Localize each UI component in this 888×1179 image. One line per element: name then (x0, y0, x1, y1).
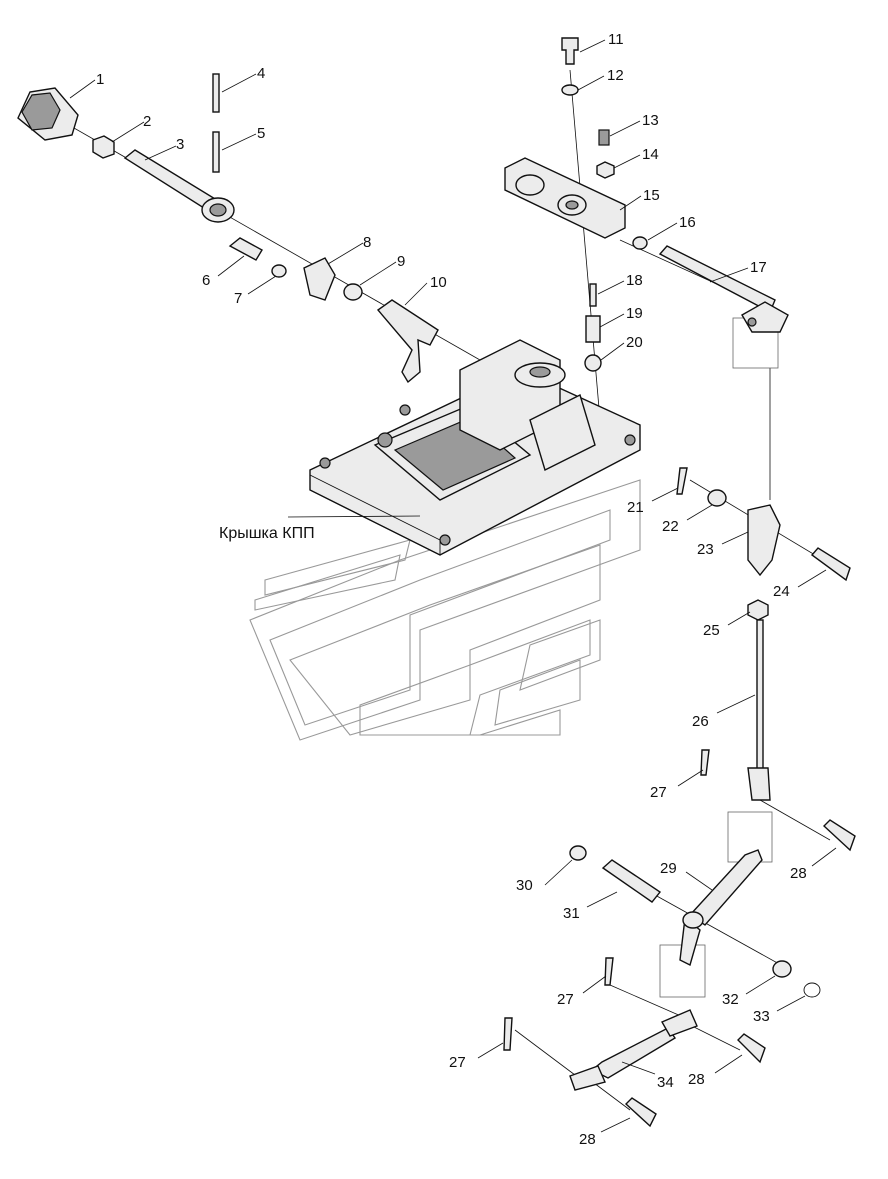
split-pin-27c (503, 1017, 513, 1051)
pin-18 (589, 283, 597, 307)
callout-25: 25 (703, 622, 720, 639)
pin-4 (212, 73, 220, 113)
callout-9: 9 (397, 253, 405, 270)
nut-25 (747, 599, 769, 621)
callout-24: 24 (773, 583, 790, 600)
leader-lines (69, 39, 837, 1133)
knob-1 (17, 87, 79, 141)
callout-5: 5 (257, 125, 265, 142)
fork-23 (747, 504, 781, 577)
callout-8: 8 (363, 234, 371, 251)
callout-27c: 27 (449, 1054, 466, 1071)
washer-22 (707, 489, 727, 507)
callout-20: 20 (626, 334, 643, 351)
rod-26 (747, 619, 771, 801)
callout-18: 18 (626, 272, 643, 289)
callout-15: 15 (643, 187, 660, 204)
pin-24 (810, 547, 851, 582)
callout-3: 3 (176, 136, 184, 153)
callout-23: 23 (697, 541, 714, 558)
callout-28a: 28 (790, 865, 807, 882)
callout-30: 30 (516, 877, 533, 894)
nut-2 (92, 135, 115, 159)
bellcrank-29 (679, 849, 763, 967)
circlip-33 (803, 982, 821, 998)
callout-33: 33 (753, 1008, 770, 1025)
link-rod-34 (569, 1009, 698, 1091)
callout-17: 17 (750, 259, 767, 276)
callout-14: 14 (642, 146, 659, 163)
callout-27a: 27 (650, 784, 667, 801)
watermark-logo (249, 479, 641, 741)
callout-28c: 28 (579, 1131, 596, 1148)
washer-12 (561, 84, 579, 96)
plate-8 (303, 257, 336, 301)
callout-29: 29 (660, 860, 677, 877)
split-pin-27a (700, 749, 710, 776)
set-screw-13 (598, 129, 610, 146)
callout-34: 34 (657, 1074, 674, 1091)
callout-numbers: 1 2 3 4 5 6 7 8 9 10 11 12 13 14 15 16 1… (96, 31, 807, 1148)
ring-9 (343, 283, 363, 301)
callout-21: 21 (627, 499, 644, 516)
bracket-15 (504, 157, 626, 239)
callout-19: 19 (626, 305, 643, 322)
callout-26: 26 (692, 713, 709, 730)
callout-2: 2 (143, 113, 151, 130)
callout-22: 22 (662, 518, 679, 535)
callout-28b: 28 (688, 1071, 705, 1088)
nut-14 (596, 161, 615, 179)
spring-19 (585, 315, 601, 343)
pin-28a (822, 819, 856, 852)
callout-6: 6 (202, 272, 210, 289)
callout-1: 1 (96, 71, 104, 88)
cranked-pin-10 (376, 299, 439, 384)
shift-lever-3 (123, 149, 235, 223)
callout-4: 4 (257, 65, 265, 82)
shaft-lever-17 (658, 245, 789, 333)
callout-32: 32 (722, 991, 739, 1008)
callout-10: 10 (430, 274, 447, 291)
callout-12: 12 (607, 67, 624, 84)
assembly-label: Крышка КПП (219, 525, 315, 542)
pin-28c (624, 1097, 657, 1128)
nut-30 (569, 845, 587, 861)
pin-28b (737, 1033, 766, 1064)
callout-16: 16 (679, 214, 696, 231)
ball-20 (584, 354, 602, 372)
pin-5 (212, 131, 220, 173)
callout-11: 11 (608, 31, 624, 48)
bolt-6 (228, 237, 263, 261)
shaft-31 (601, 859, 662, 903)
gearbox-cover (309, 339, 641, 556)
callout-31: 31 (563, 905, 580, 922)
bolt-11 (561, 37, 579, 65)
split-pin-27b (604, 957, 614, 986)
assembly-axes (59, 69, 841, 1111)
split-pin-21 (676, 467, 688, 495)
ring-16 (632, 236, 648, 250)
callout-27b: 27 (557, 991, 574, 1008)
washer-7 (271, 264, 287, 278)
washer-32 (772, 960, 792, 978)
callout-13: 13 (642, 112, 659, 129)
callout-7: 7 (234, 290, 242, 307)
